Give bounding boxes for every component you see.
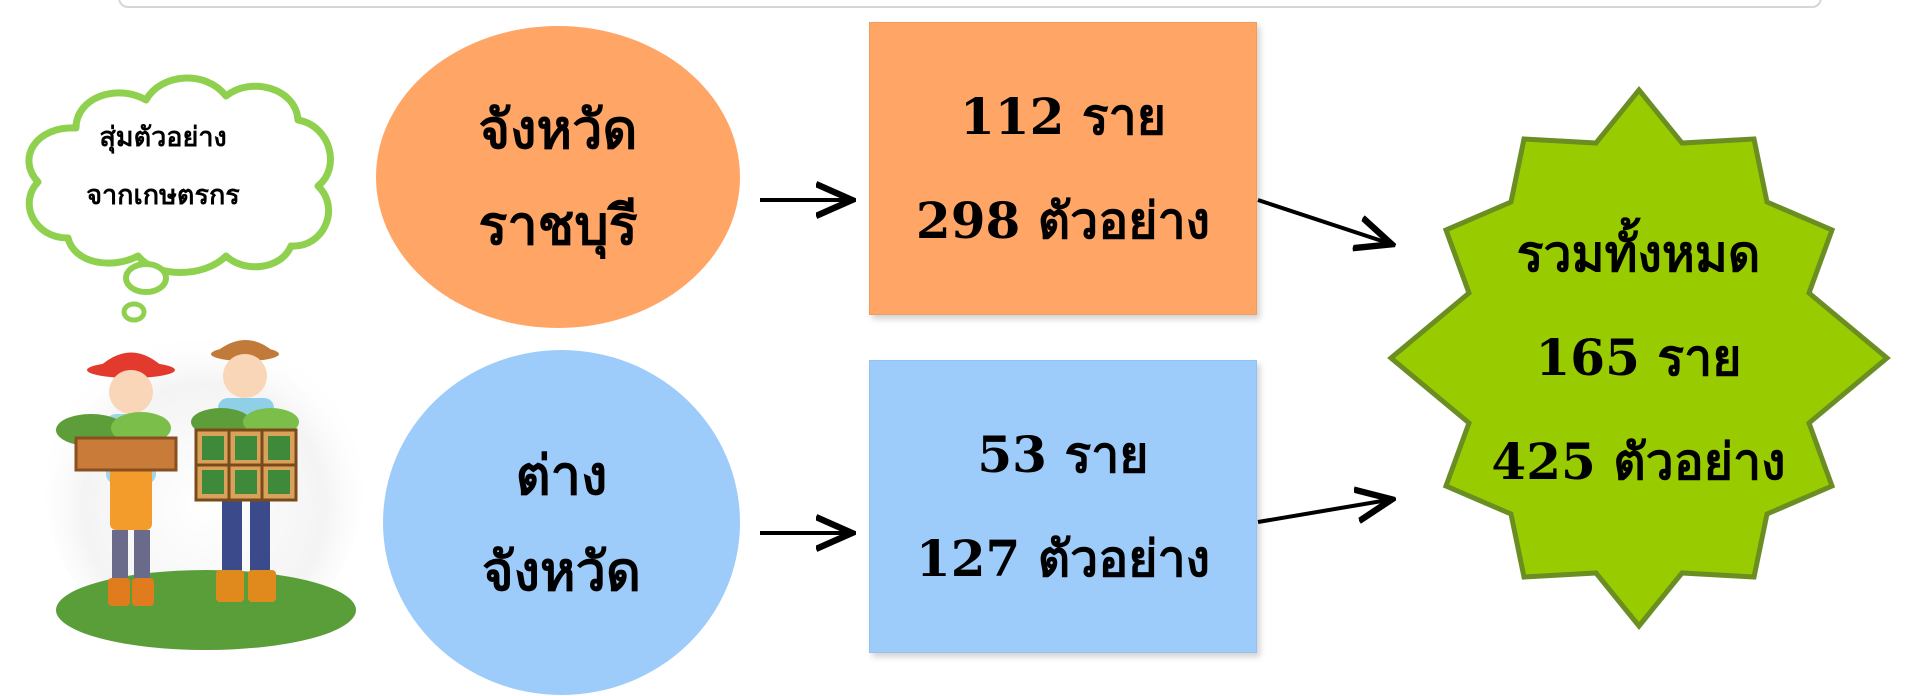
total-heading: รวมทั้งหมด [1516,224,1761,283]
top-frame-edge [118,0,1822,8]
ratchaburi-province-ellipse: จังหวัด ราชบุรี [376,26,740,328]
ratchaburi-label-line-1: จังหวัด [478,97,638,161]
farmers-illustration [46,330,362,650]
arrow-other-box-to-total [1257,500,1388,524]
other-count-box: 53 ราย 127 ตัวอย่าง [869,360,1257,653]
other-count: 53 ราย [977,424,1149,484]
ratchaburi-label-line-2: ราชบุรี [478,193,638,257]
ratchaburi-count-box: 112 ราย 298 ตัวอย่าง [869,22,1257,315]
other-label-line-2: จังหวัด [482,538,641,603]
total-samples: 425 ตัวอย่าง [1491,432,1786,491]
total-summary: รวมทั้งหมด 165 ราย 425 ตัวอย่าง [1372,82,1905,634]
arrow-ratchaburi-box-to-total [1257,198,1388,243]
ratchaburi-samples: 298 ตัวอย่าง [915,190,1211,250]
total-count: 165 ราย [1535,328,1742,387]
cloud-text: สุ่มตัวอย่าง จากเกษตรกร [48,102,278,232]
ratchaburi-count: 112 ราย [959,86,1166,146]
total-star-shape [1387,86,1891,630]
other-province-ellipse: ต่าง จังหวัด [383,350,740,695]
other-label-line-1: ต่าง [515,442,608,507]
other-samples: 127 ตัวอย่าง [915,528,1211,588]
thought-cloud [25,74,334,323]
cloud-line-1: สุ่มตัวอย่าง [99,122,227,153]
cloud-line-2: จากเกษตรกร [86,180,240,211]
